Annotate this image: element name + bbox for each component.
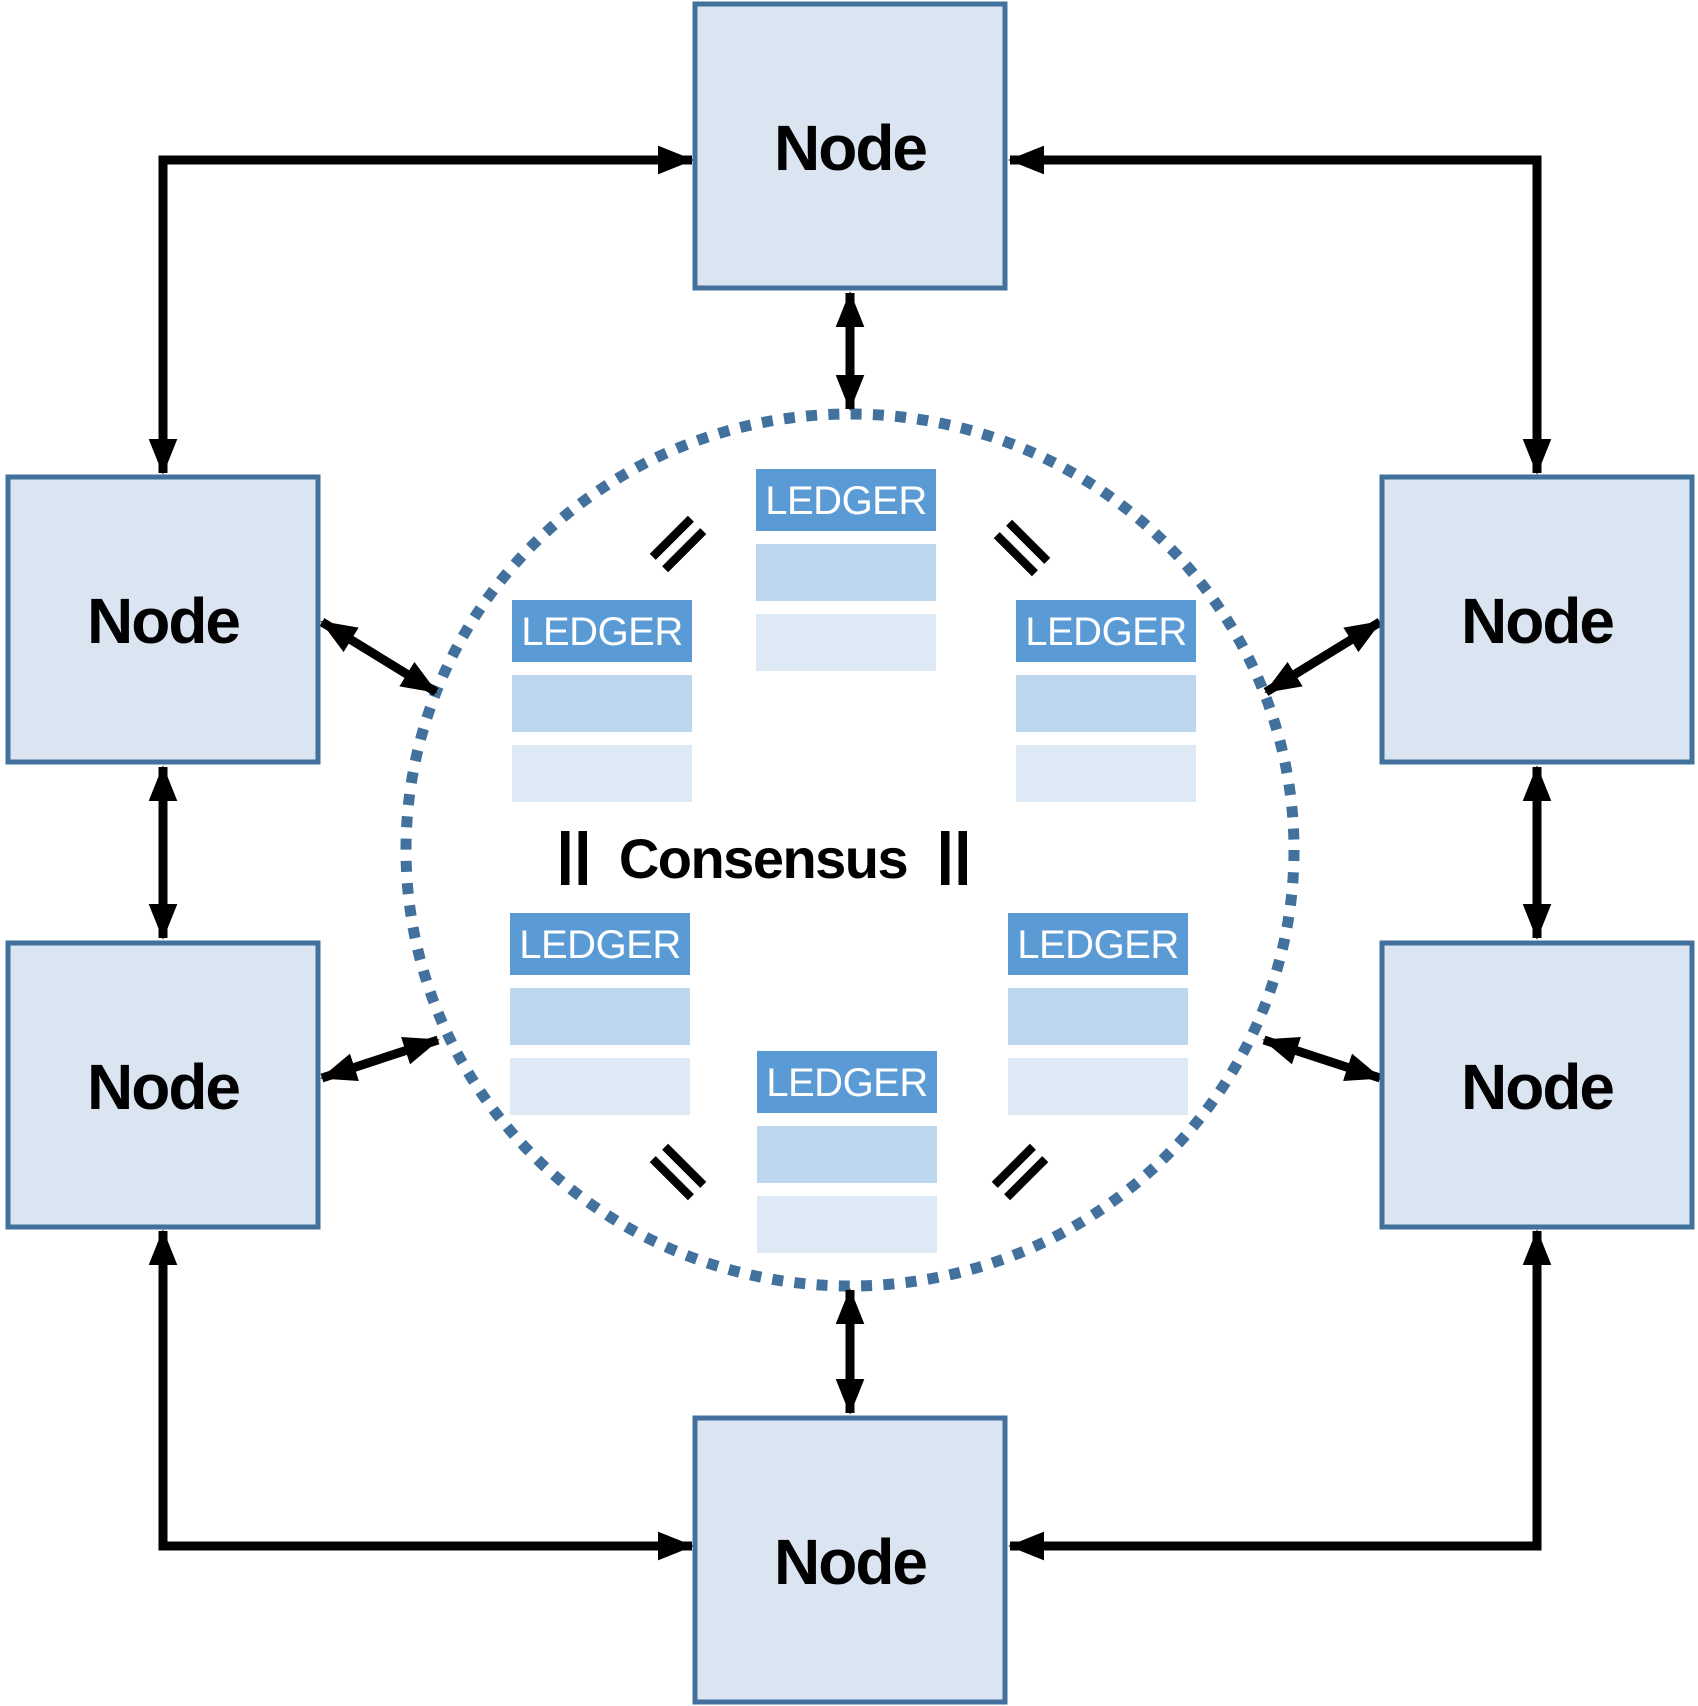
ledger-header-box xyxy=(512,600,692,662)
equals-icon xyxy=(993,519,1051,577)
consensus-label: Consensus xyxy=(619,827,907,890)
node-label: Node xyxy=(87,1051,239,1123)
node-box xyxy=(5,940,321,1230)
node-label: Node xyxy=(1461,1051,1613,1123)
ledger-header-box xyxy=(756,469,936,531)
ledger-row xyxy=(756,614,936,671)
ledger-header-box xyxy=(1008,913,1188,975)
connector-bottom-right xyxy=(1008,1229,1552,1561)
node-box xyxy=(5,474,321,765)
node-box xyxy=(692,1,1008,291)
ledger-header-box xyxy=(757,1051,937,1113)
consensus-ring-icon xyxy=(400,408,1300,1292)
ledger-row xyxy=(512,675,692,732)
node-label: Node xyxy=(87,585,239,657)
connector-bottom-left xyxy=(148,1229,694,1561)
arrow-lower-right-node-to-ring xyxy=(1262,1035,1382,1083)
ledger-row xyxy=(756,544,936,601)
ledger-upper-left: LEDGER xyxy=(512,600,692,802)
ledger-header-label: LEDGER xyxy=(766,1061,928,1105)
arrow-upper-right-node-to-ring xyxy=(1263,618,1383,696)
node-top: Node xyxy=(692,1,1008,291)
ledger-lower-right: LEDGER xyxy=(1008,913,1188,1115)
ledger-top: LEDGER xyxy=(756,469,936,671)
equals-icon xyxy=(941,831,967,885)
node-label: Node xyxy=(774,1526,926,1598)
node-box xyxy=(1379,940,1695,1230)
ledger-row xyxy=(757,1126,937,1183)
node-upper-right: Node xyxy=(1379,474,1695,765)
node-label: Node xyxy=(1461,585,1613,657)
ledger-row xyxy=(1016,675,1196,732)
ledger-row xyxy=(757,1196,937,1253)
ledger-header-label: LEDGER xyxy=(519,923,681,967)
ledger-row xyxy=(510,1058,690,1115)
node-lower-left: Node xyxy=(5,940,321,1230)
node-label: Node xyxy=(774,112,926,184)
ledger-row xyxy=(510,988,690,1045)
ledger-header-box xyxy=(1016,600,1196,662)
equals-icon xyxy=(649,1143,707,1201)
arrow-upper-left-node-to-ring xyxy=(319,618,439,696)
ledger-header-label: LEDGER xyxy=(765,479,927,523)
ledger-row xyxy=(1008,988,1188,1045)
ledger-lower-left: LEDGER xyxy=(510,913,690,1115)
node-box xyxy=(1379,474,1695,765)
ledger-row xyxy=(1008,1058,1188,1115)
equals-icon xyxy=(991,1143,1049,1201)
ledger-row xyxy=(512,745,692,802)
ledger-upper-right: LEDGER xyxy=(1016,600,1196,802)
ledger-bottom: LEDGER xyxy=(757,1051,937,1253)
connector-top-left xyxy=(148,145,694,475)
node-bottom: Node xyxy=(692,1415,1008,1705)
node-lower-right: Node xyxy=(1379,940,1695,1230)
ledger-header-label: LEDGER xyxy=(1025,610,1187,654)
ledger-header-label: LEDGER xyxy=(1017,923,1179,967)
ledger-header-box xyxy=(510,913,690,975)
node-upper-left: Node xyxy=(5,474,321,765)
ledger-row xyxy=(1016,745,1196,802)
node-box xyxy=(692,1415,1008,1705)
arrow-lower-left-node-to-ring xyxy=(320,1035,440,1083)
equals-icon xyxy=(561,831,587,885)
equals-icon xyxy=(649,515,707,573)
connector-top-right xyxy=(1008,145,1552,475)
ledger-header-label: LEDGER xyxy=(521,610,683,654)
